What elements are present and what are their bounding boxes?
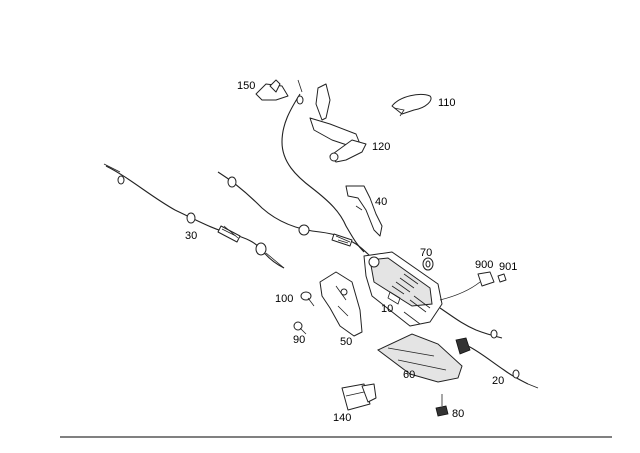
right-cable — [439, 307, 503, 339]
label-80: 80 — [452, 408, 464, 420]
part-50-bracket-plate[interactable] — [319, 271, 363, 337]
part-30-cable-left[interactable] — [103, 163, 285, 269]
label-60: 60 — [403, 369, 415, 381]
label-150: 150 — [237, 80, 255, 92]
label-90: 90 — [293, 334, 305, 346]
label-50: 50 — [340, 336, 352, 348]
label-10: 10 — [381, 303, 393, 315]
part-150-clip[interactable] — [255, 79, 303, 101]
part-60-heat-shield[interactable] — [377, 333, 463, 383]
label-120: 120 — [372, 141, 390, 153]
label-70: 70 — [420, 247, 432, 259]
part-901-pin[interactable] — [497, 273, 507, 283]
label-100: 100 — [275, 293, 293, 305]
part-10-brake-actuator[interactable] — [363, 251, 443, 327]
part-80-bolt[interactable] — [435, 394, 449, 417]
part-110-cable-tie[interactable] — [391, 93, 432, 117]
upper-cable — [281, 93, 365, 253]
middle-cable — [217, 171, 373, 259]
label-40: 40 — [375, 196, 387, 208]
label-900: 900 — [475, 259, 493, 271]
part-20-cable-right[interactable] — [455, 337, 539, 389]
label-110: 110 — [438, 97, 456, 109]
label-901: 901 — [499, 261, 517, 273]
label-20: 20 — [492, 375, 504, 387]
label-30: 30 — [185, 230, 197, 242]
part-900-connector[interactable] — [439, 271, 495, 301]
part-120-lever[interactable] — [309, 83, 367, 163]
label-140: 140 — [333, 412, 351, 424]
part-40-bracket[interactable] — [345, 185, 383, 237]
part-90-screw[interactable] — [293, 321, 307, 335]
part-100-screw[interactable] — [300, 291, 315, 307]
part-70-nut[interactable] — [422, 257, 434, 271]
part-140-clip[interactable] — [341, 383, 377, 411]
